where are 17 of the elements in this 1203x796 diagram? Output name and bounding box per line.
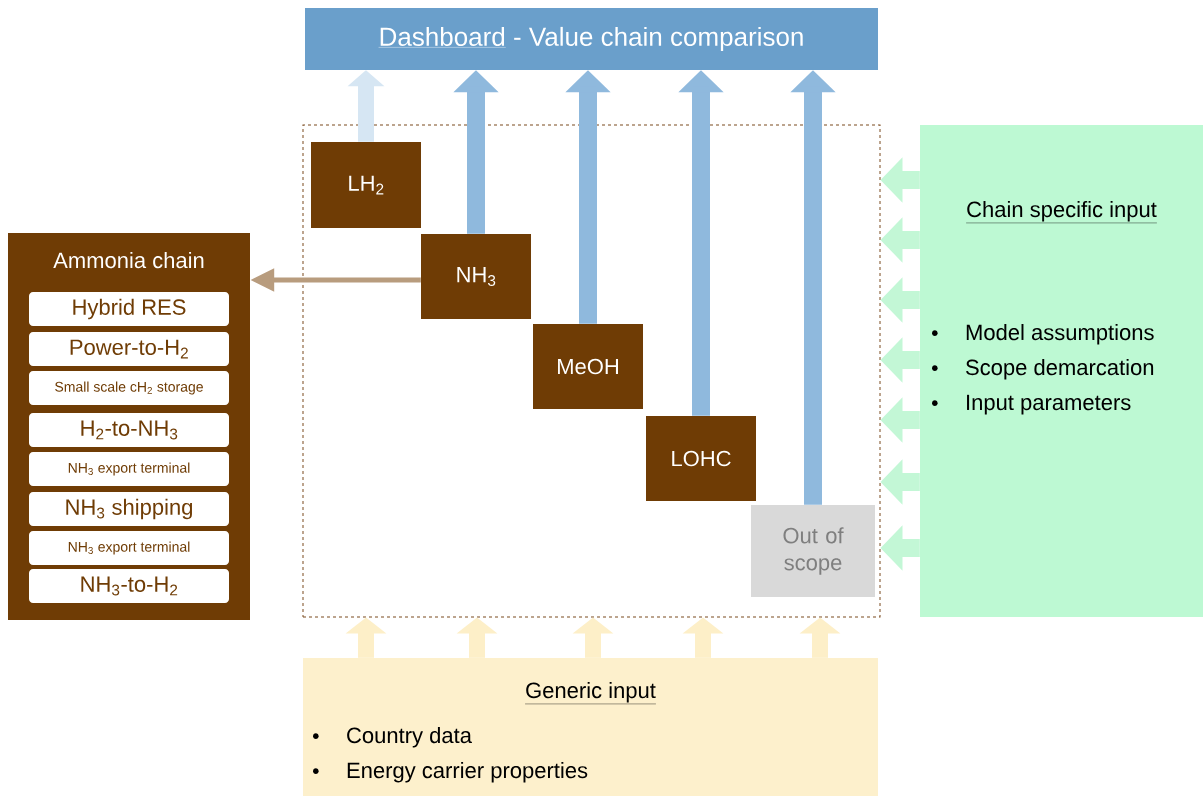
carrier-box: NH$_{3}$	[421, 234, 531, 319]
step-box: H$_{2}$-to-NH$_{3}$	[29, 413, 229, 447]
input-panel: Chain specific input Model assumptions Scope demarcation Input parameters	[920, 125, 1203, 617]
step-box: NH$_{3}$ export terminal	[29, 531, 229, 565]
step-box: Power-to-H$_{2}$	[29, 332, 229, 366]
step-box: Small scale cH$_{2}$ storage	[29, 371, 229, 405]
carrier-box: LH$_{2}$	[311, 142, 421, 228]
carrier-box: LOHC	[646, 416, 756, 501]
step-box: NH$_{3}$-to-H$_{2}$	[29, 569, 229, 603]
step-box: NH$_{3}$ shipping	[29, 492, 229, 526]
step-box: NH$_{3}$ export terminal	[29, 452, 229, 486]
dashed-frame	[302, 124, 881, 618]
input-panel: Generic input Country data Energy carrier properties	[303, 658, 878, 796]
carrier-box: MeOH	[533, 324, 643, 409]
dashboard-banner: Dashboard - Value chain comparison	[305, 8, 878, 70]
step-box: Hybrid RES	[29, 292, 229, 326]
carrier-box: Out of scope	[751, 505, 875, 597]
